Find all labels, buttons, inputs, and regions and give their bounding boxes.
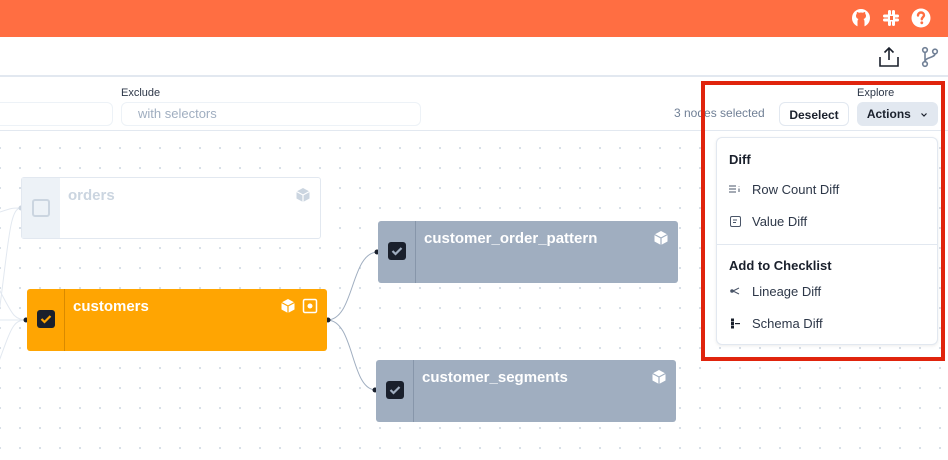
node-customer-segments[interactable]: customer_segments [376, 360, 676, 422]
node-checkbox[interactable] [32, 199, 50, 217]
actions-button[interactable]: Actions [857, 102, 938, 126]
model-icon [654, 231, 668, 245]
menu-divider [717, 244, 937, 245]
edges [0, 205, 380, 393]
modified-icon [302, 298, 318, 314]
node-checkbox[interactable] [386, 381, 404, 399]
menu-group-diff: Diff [729, 152, 751, 167]
node-title: orders [68, 187, 115, 204]
exclude-input[interactable]: with selectors [121, 102, 421, 126]
github-icon[interactable] [851, 8, 871, 28]
menu-item-label: Schema Diff [752, 315, 823, 331]
check-icon [40, 315, 52, 324]
node-title: customer_order_pattern [424, 230, 598, 247]
slack-icon[interactable] [881, 8, 901, 28]
node-orders[interactable]: orders [21, 177, 321, 239]
schema-icon [729, 318, 741, 329]
value-diff-icon [729, 215, 741, 227]
menu-item-schema-diff[interactable]: Schema Diff [717, 309, 937, 337]
model-icon [296, 188, 310, 202]
node-customers[interactable]: customers [27, 289, 327, 351]
menu-item-lineage-diff[interactable]: Lineage Diff [717, 277, 937, 305]
model-icon [652, 370, 666, 384]
share-icon[interactable] [877, 45, 901, 69]
exclude-label: Exclude [121, 87, 161, 99]
model-icon [281, 299, 295, 313]
node-title: customer_segments [422, 369, 568, 386]
row-count-icon [729, 184, 741, 194]
menu-item-label: Value Diff [752, 213, 808, 229]
menu-item-value-diff[interactable]: Value Diff [717, 207, 937, 235]
lineage-icon [729, 286, 741, 296]
menu-item-row-count-diff[interactable]: Row Count Diff [717, 175, 937, 203]
select-input[interactable] [0, 102, 113, 126]
node-side [378, 221, 416, 283]
actions-menu: Diff Row Count Diff Value Diff Add to Ch… [716, 137, 938, 345]
check-icon [391, 247, 403, 256]
actions-label: Actions [866, 107, 911, 121]
header-toolbar [0, 37, 948, 77]
explore-label: Explore [857, 87, 895, 99]
chevron-down-icon [921, 112, 928, 117]
node-side [376, 360, 414, 422]
menu-group-checklist: Add to Checklist [729, 258, 832, 273]
check-icon [389, 386, 401, 395]
help-icon[interactable] [911, 8, 931, 28]
node-checkbox[interactable] [388, 242, 406, 260]
node-checkbox[interactable] [37, 310, 55, 328]
deselect-button[interactable]: Deselect [779, 102, 849, 126]
menu-item-label: Lineage Diff [752, 283, 822, 299]
selection-status: 3 nodes selected [674, 106, 765, 120]
top-bar [0, 0, 948, 37]
node-side [27, 289, 65, 351]
node-customer-order-pattern[interactable]: customer_order_pattern [378, 221, 678, 283]
branch-icon[interactable] [918, 45, 942, 69]
node-title: customers [73, 298, 149, 315]
menu-item-label: Row Count Diff [752, 181, 840, 197]
